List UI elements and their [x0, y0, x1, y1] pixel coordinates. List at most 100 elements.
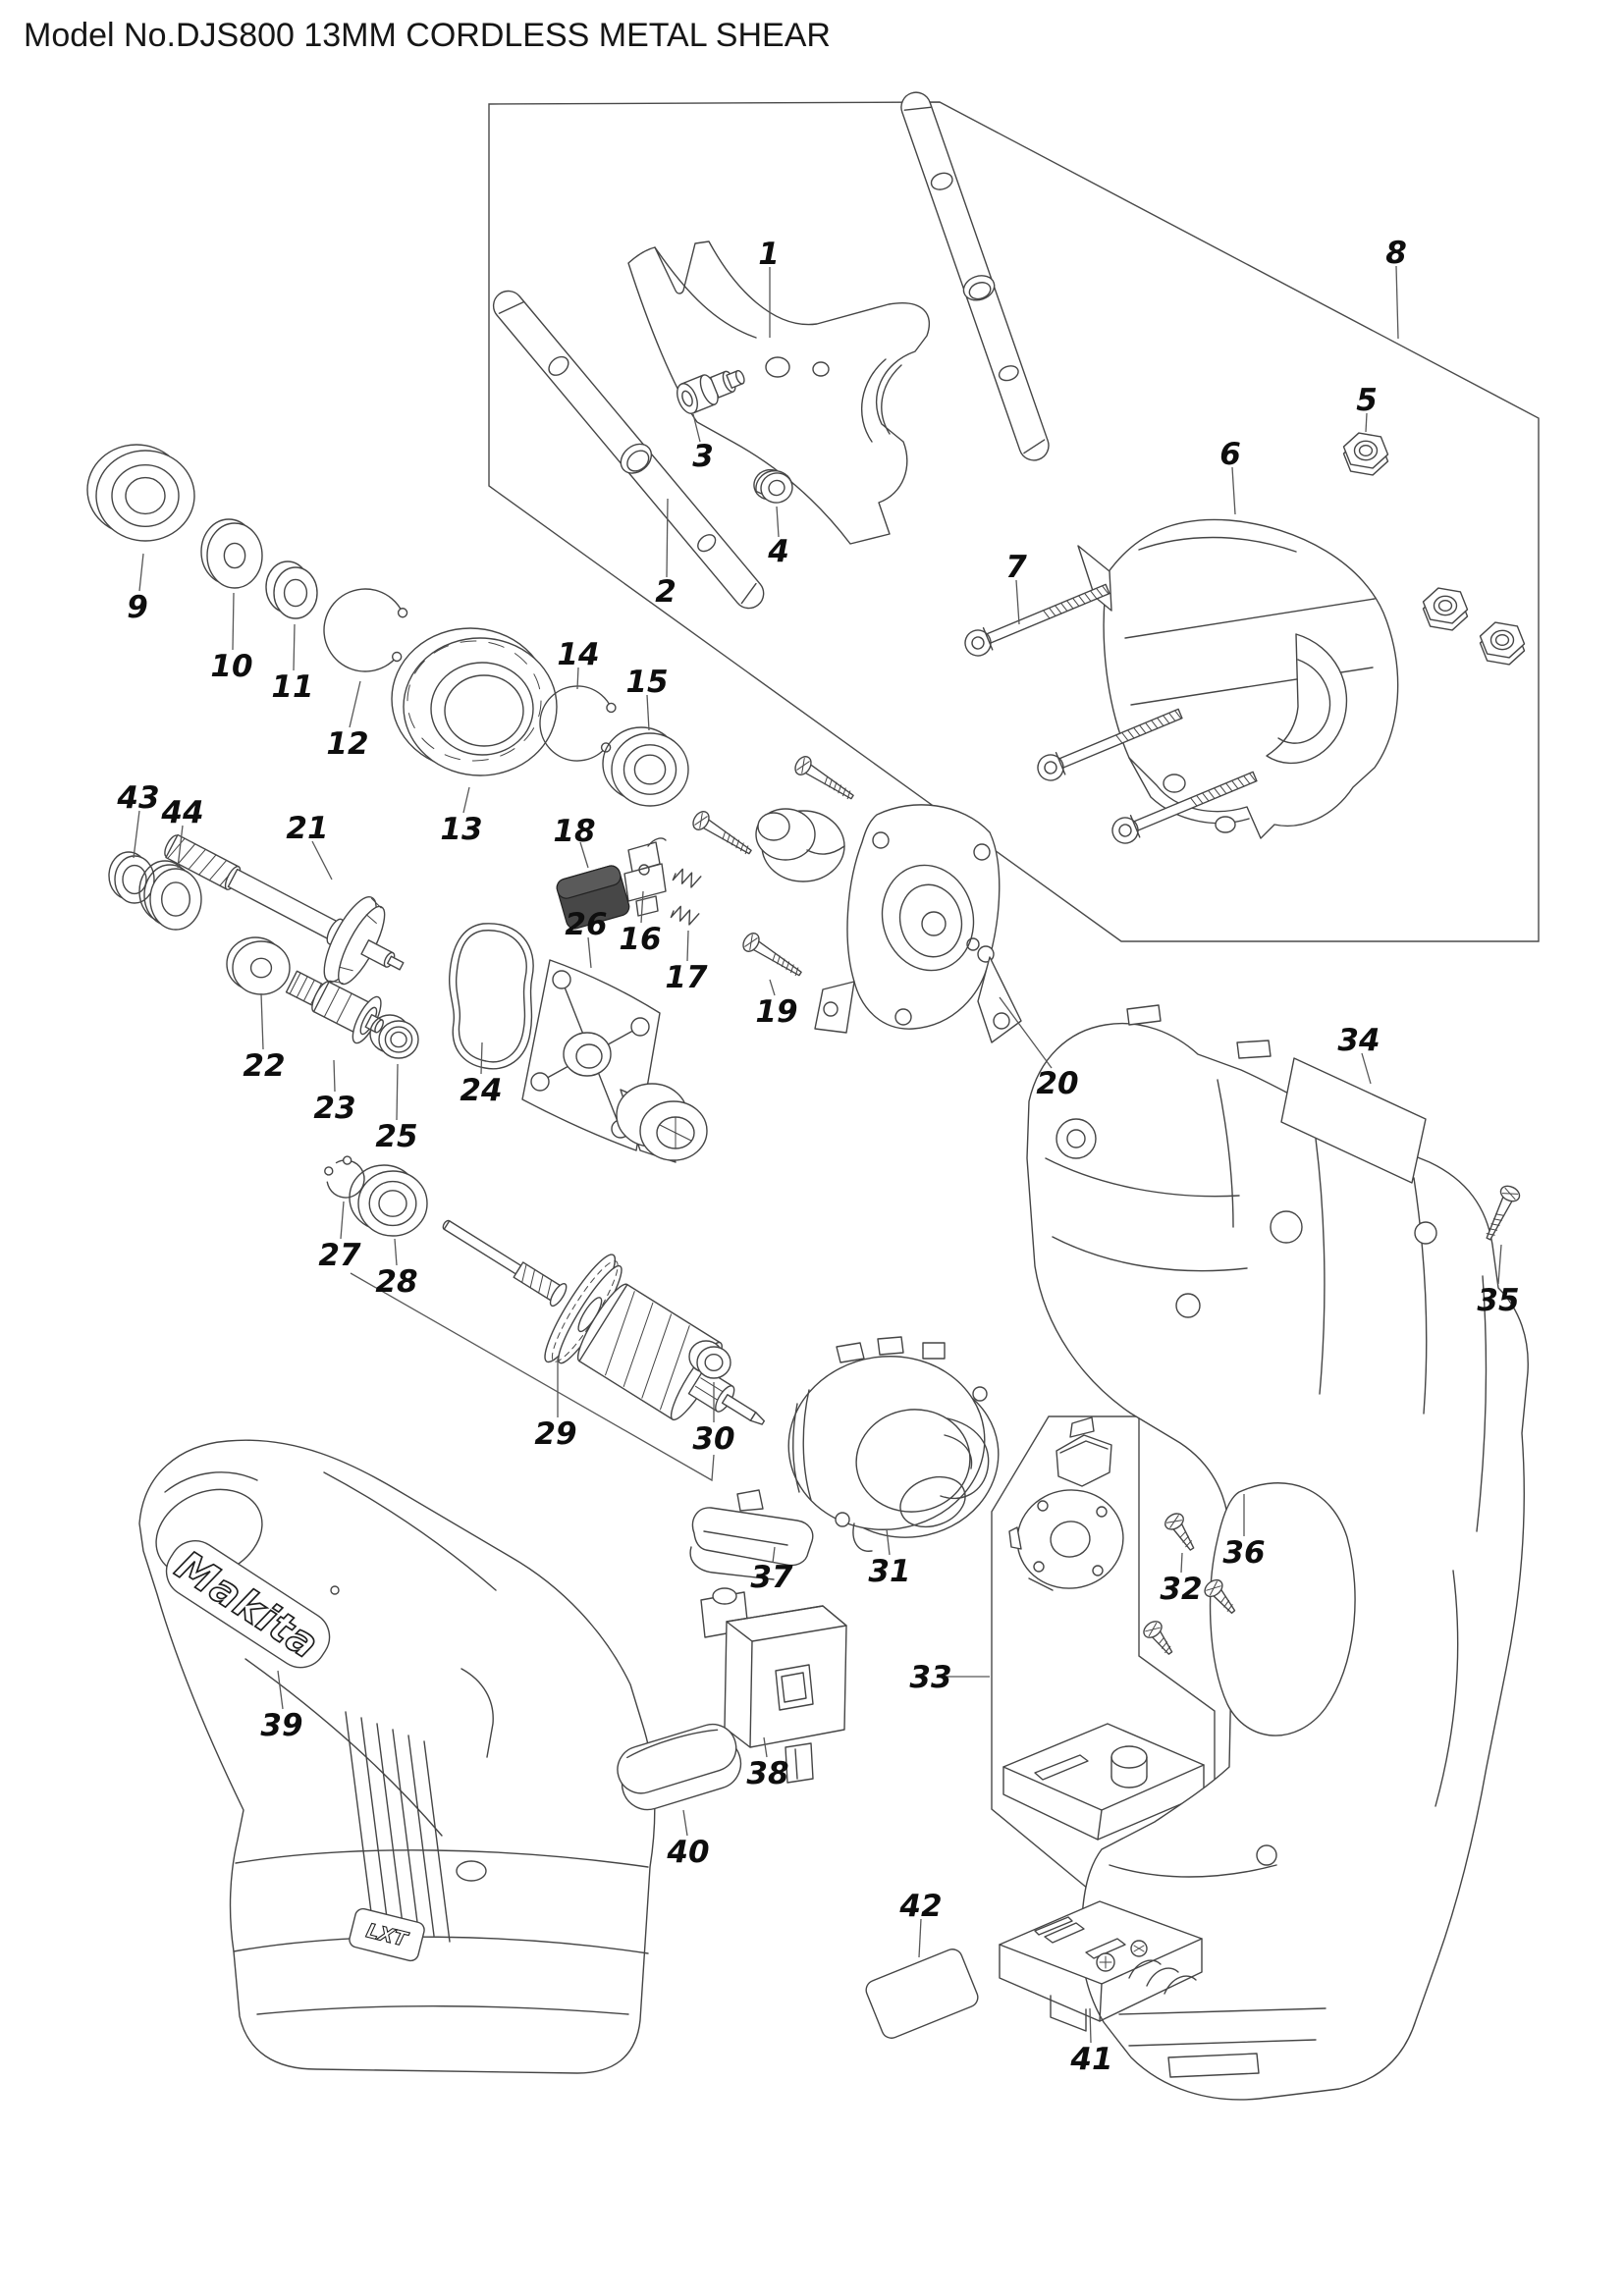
part-label-2: 2	[655, 574, 677, 610]
simple-part-glyphs	[86, 432, 1526, 2039]
part-label-34: 34	[1337, 1023, 1380, 1058]
part-17-glyphs	[670, 868, 702, 926]
part-19-glyphs	[692, 756, 854, 977]
part-label-13: 13	[440, 812, 482, 847]
part-37-leader	[772, 1546, 776, 1564]
part-39-drawing: Makita LXT	[138, 1439, 656, 2074]
part-38-drawing	[700, 1587, 847, 1784]
shared-leader-line	[350, 1272, 715, 1482]
part-44-glyphs	[138, 860, 202, 931]
page-title: Model No.DJS800 13MM CORDLESS METAL SHEA…	[24, 17, 831, 54]
part-label-10: 10	[210, 649, 252, 684]
part-label-27: 27	[318, 1238, 361, 1273]
part-25-glyphs	[369, 1014, 419, 1059]
part-21-leader	[311, 840, 333, 881]
part-21-drawing	[164, 833, 405, 986]
part-15-leader	[646, 694, 650, 731]
part-43-leader	[133, 810, 140, 859]
part-42-glyphs	[865, 1949, 979, 2039]
part-2-leader	[666, 498, 669, 578]
part-label-5: 5	[1356, 383, 1378, 418]
part-18-leader	[579, 841, 589, 869]
part-9-glyphs	[86, 444, 195, 542]
part-43-glyphs	[108, 851, 155, 904]
part-2-drawing-left-blade	[492, 290, 765, 610]
part-41-drawing	[999, 1900, 1203, 2032]
part-label-23: 23	[313, 1091, 355, 1126]
part-12-glyphs	[323, 588, 408, 672]
part-label-11: 11	[271, 669, 313, 705]
part-9-leader	[138, 553, 144, 592]
part-label-32: 32	[1160, 1572, 1202, 1607]
part-37-drawing	[689, 1489, 814, 1580]
part-35-leader	[1497, 1244, 1502, 1285]
part-4-leader	[776, 506, 780, 538]
part-label-43: 43	[116, 780, 159, 816]
part-28-leader	[394, 1238, 398, 1266]
part-label-9: 9	[127, 590, 148, 625]
part-11-leader	[293, 623, 296, 671]
part-label-15: 15	[625, 665, 668, 700]
part-23-drawing	[285, 970, 384, 1044]
part-label-25: 25	[375, 1119, 417, 1154]
part-31-drawing	[787, 1336, 1000, 1552]
part-18-drawing	[556, 865, 630, 930]
part-30-glyphs	[688, 1340, 731, 1379]
part-label-26: 26	[565, 907, 607, 942]
part-27-glyphs	[324, 1155, 365, 1199]
part-11-glyphs	[265, 561, 318, 619]
part-label-16: 16	[619, 922, 661, 957]
part-44-leader	[177, 825, 184, 869]
part-22-glyphs	[226, 936, 291, 995]
part-label-44: 44	[160, 795, 203, 830]
part-label-29: 29	[534, 1416, 576, 1452]
part-20-leader	[999, 996, 1053, 1069]
part-33-drawing	[1002, 1416, 1205, 1841]
part-2-drawing-right-blade	[900, 91, 1050, 461]
part-14-glyphs	[539, 685, 617, 762]
part-7-leader	[1015, 579, 1020, 625]
part-32-leader	[1180, 1552, 1183, 1574]
part-label-14: 14	[557, 637, 599, 672]
part-10-leader	[232, 592, 235, 651]
blade-set-boundary	[488, 101, 1540, 942]
part-35-glyphs	[1486, 1185, 1521, 1241]
part-22-leader	[260, 992, 264, 1050]
part-39-leader	[277, 1670, 284, 1710]
part-40-drawing	[617, 1723, 742, 1811]
part-label-35: 35	[1477, 1283, 1519, 1318]
part-20-drawing	[755, 804, 1022, 1043]
part-label-18: 18	[553, 814, 595, 849]
part-label-36: 36	[1222, 1535, 1265, 1571]
part-label-38: 38	[746, 1756, 788, 1791]
part-label-17: 17	[665, 960, 708, 995]
part-5-glyphs	[1342, 432, 1526, 666]
part-label-28: 28	[375, 1264, 417, 1300]
part-label-33: 33	[909, 1660, 951, 1695]
part-38-leader	[763, 1736, 768, 1758]
part-25-leader	[396, 1063, 399, 1121]
part-label-22: 22	[243, 1048, 285, 1084]
part-26-drawing	[521, 959, 708, 1163]
part-16-drawing	[623, 837, 667, 917]
part-3-drawing	[677, 369, 745, 414]
part-3-leader	[692, 413, 701, 443]
part-17-leader	[686, 930, 689, 962]
part-label-7: 7	[1005, 550, 1027, 585]
part-8-leader	[1395, 265, 1399, 340]
part-12-leader	[349, 680, 361, 728]
part-label-37: 37	[750, 1560, 793, 1595]
part-label-20: 20	[1036, 1066, 1078, 1101]
part-31-leader	[886, 1528, 891, 1556]
part-label-42: 42	[898, 1889, 942, 1924]
part-6-leader	[1231, 466, 1236, 515]
part-label-8: 8	[1385, 236, 1407, 271]
part-26-leader	[587, 936, 592, 969]
part-27-leader	[340, 1201, 345, 1240]
part-label-24: 24	[460, 1073, 502, 1108]
part-16-leader	[640, 890, 644, 924]
part-label-39: 39	[260, 1708, 302, 1743]
